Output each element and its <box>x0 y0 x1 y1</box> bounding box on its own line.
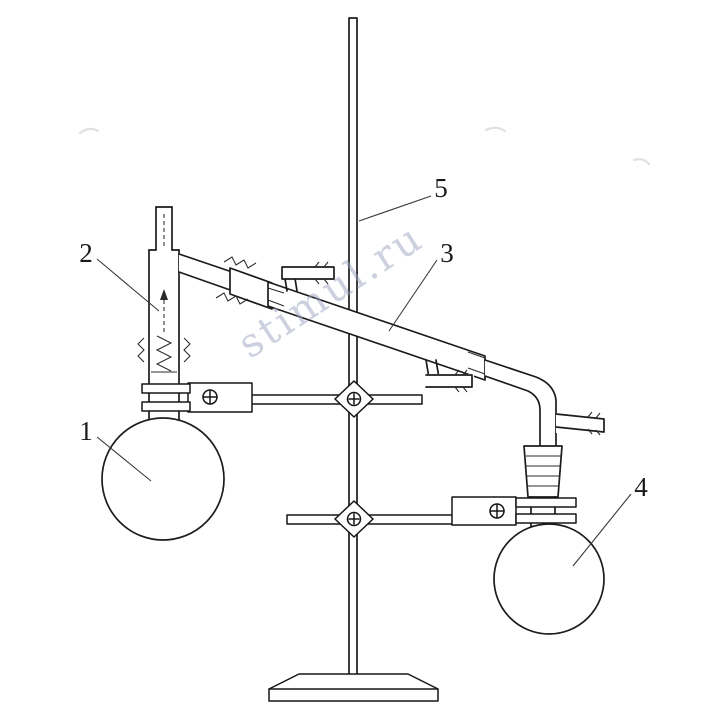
leader-5 <box>358 195 432 222</box>
still-column <box>137 206 191 431</box>
leader-1 <box>96 436 152 482</box>
distillation-flask <box>101 417 225 541</box>
upper-hose-barb <box>281 261 335 292</box>
stand-base <box>268 673 439 702</box>
label-5: 5 <box>434 173 448 203</box>
label-4: 4 <box>634 472 648 502</box>
lower-jaw-bottom <box>515 513 577 524</box>
upper-jaw-top <box>141 383 191 394</box>
labels: 1 2 3 4 5 <box>79 173 648 567</box>
leader-2 <box>96 258 160 312</box>
left-clip-spring <box>137 337 145 363</box>
receiving-flask <box>493 523 605 635</box>
label-3: 3 <box>440 238 454 268</box>
label-2: 2 <box>79 238 93 268</box>
upper-clamp <box>141 380 423 418</box>
joint-spring-lower <box>215 292 249 305</box>
label-1: 1 <box>79 416 93 446</box>
condenser-jacket <box>267 281 486 381</box>
right-clip-spring <box>183 337 191 363</box>
stand-rod <box>348 17 358 677</box>
scan-smudges <box>78 126 651 166</box>
lower-clamp-body <box>451 496 517 526</box>
lower-jaw-top <box>515 497 577 508</box>
condenser-joint <box>229 267 273 310</box>
adapter-hose-barb <box>555 411 605 436</box>
flask-bulb <box>101 417 225 541</box>
lower-clamp <box>286 496 577 538</box>
upper-clamp-body <box>187 382 253 413</box>
joint-spring <box>155 335 173 372</box>
joint-spring-upper <box>223 256 257 269</box>
leader-3 <box>388 259 438 332</box>
condenser <box>178 253 486 393</box>
vapor-arrowhead <box>160 289 168 300</box>
flask-bulb <box>493 523 605 635</box>
leader-4 <box>572 493 632 567</box>
upper-jaw-bottom <box>141 401 191 412</box>
receiving-joint <box>523 445 563 498</box>
rod-shaft <box>348 17 358 677</box>
lower-hose-barb <box>425 359 474 393</box>
vacuum-adapter <box>484 359 605 527</box>
upper-clamp-arm <box>251 394 423 405</box>
